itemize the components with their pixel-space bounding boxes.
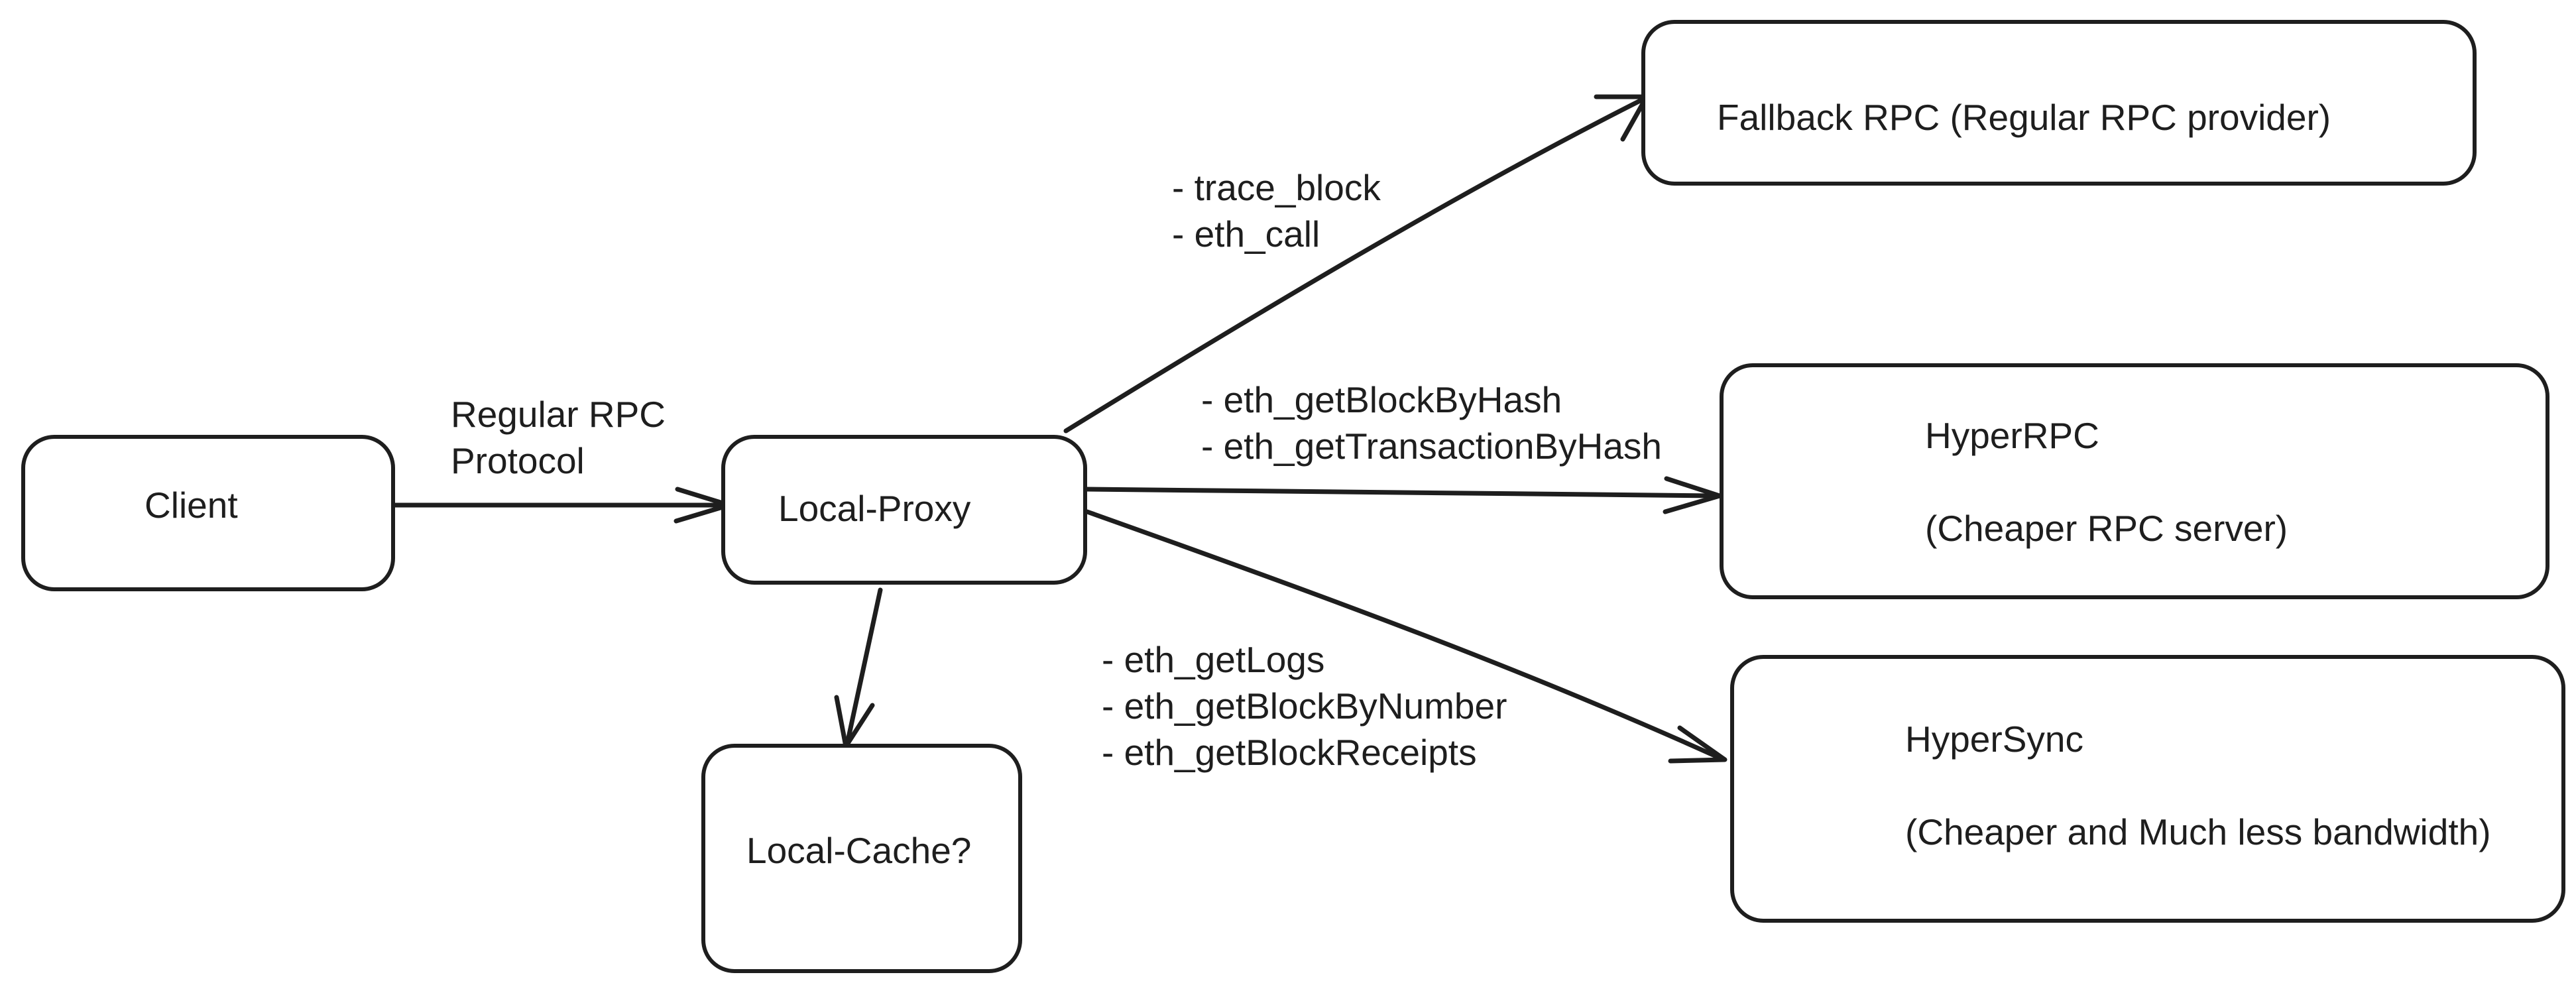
hypersync-node	[1730, 655, 2565, 923]
local-cache-label: Local-Cache?	[746, 830, 972, 871]
edge-label-line: Regular RPC	[451, 394, 666, 435]
fallback-rpc-node	[1641, 20, 2477, 186]
edge-label-client-to-proxy: Regular RPC Protocol	[451, 391, 666, 484]
client-label: Client	[145, 485, 238, 526]
client-node	[21, 435, 395, 591]
local-proxy-node	[721, 435, 1087, 585]
arrowhead-proxy-to-hypersync	[1668, 725, 1727, 764]
hyperrpc-title: HyperRPC	[1925, 415, 2099, 456]
fallback-rpc-label: Fallback RPC (Regular RPC provider)	[1717, 97, 2331, 138]
edge-label-line: - eth_getLogs	[1102, 639, 1325, 680]
edge-label-line: - eth_call	[1172, 213, 1320, 255]
arrow-proxy-to-hyperrpc	[1084, 487, 1721, 498]
local-cache-node	[701, 744, 1022, 973]
arrow-proxy-to-cache	[845, 587, 883, 746]
edge-label-proxy-to-hyperrpc: - eth_getBlockByHash - eth_getTransactio…	[1201, 377, 1662, 469]
hyperrpc-subtitle: (Cheaper RPC server)	[1925, 508, 2288, 549]
hyperrpc-node	[1720, 363, 2549, 599]
edge-label-proxy-to-hypersync: - eth_getLogs - eth_getBlockByNumber - e…	[1102, 636, 1507, 776]
hypersync-title: HyperSync	[1905, 719, 2083, 760]
arrow-proxy-to-hypersync	[1084, 509, 1726, 762]
edge-label-proxy-to-fallback: - trace_block - eth_call	[1172, 164, 1381, 257]
edge-label-line: Protocol	[451, 440, 585, 481]
edge-label-line: - eth_getTransactionByHash	[1201, 426, 1662, 467]
local-proxy-label: Local-Proxy	[778, 488, 971, 529]
arrow-proxy-to-fallback	[1063, 95, 1648, 434]
edge-label-line: - eth_getBlockReceipts	[1102, 732, 1477, 773]
edge-label-line: - eth_getBlockByNumber	[1102, 685, 1507, 727]
edge-label-line: - eth_getBlockByHash	[1201, 379, 1562, 420]
hypersync-subtitle: (Cheaper and Much less bandwidth)	[1905, 811, 2491, 852]
edge-label-line: - trace_block	[1172, 167, 1381, 208]
